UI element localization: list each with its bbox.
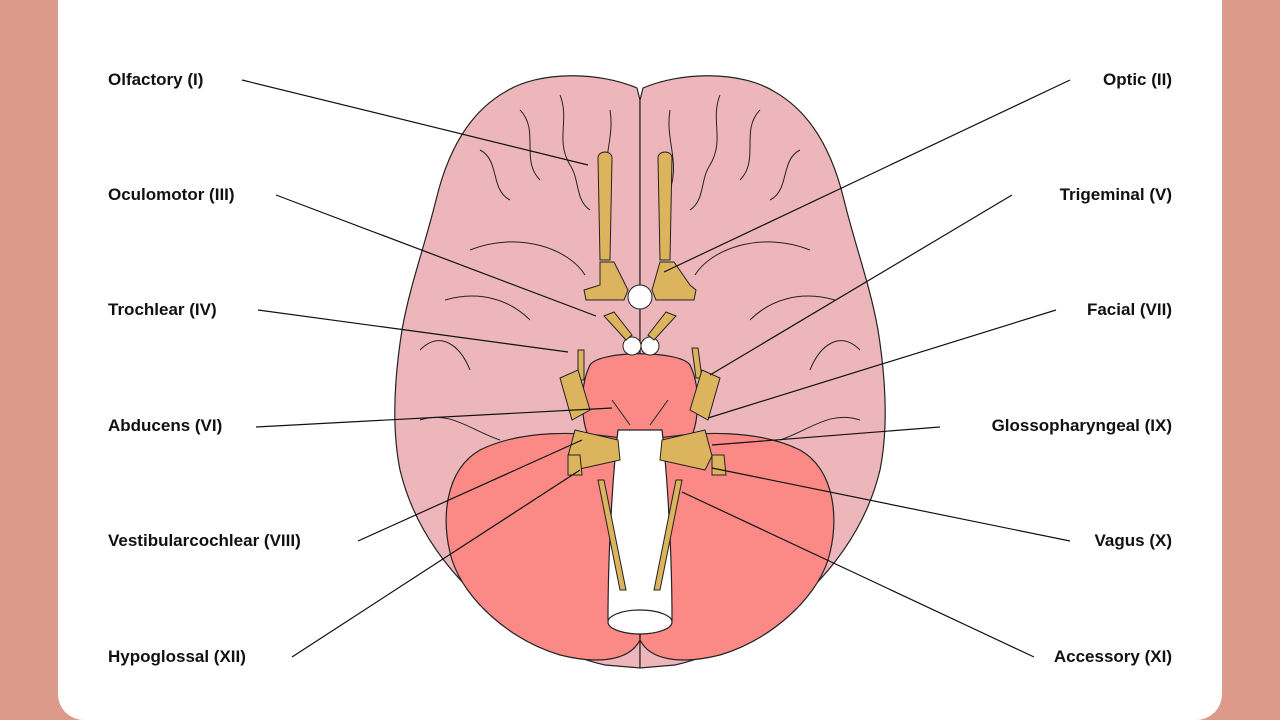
label-vestibulocochlear: Vestibularcochlear (VIII) — [108, 531, 301, 551]
pons — [583, 354, 698, 440]
label-glossopharyngeal: Glossopharyngeal (IX) — [992, 416, 1172, 436]
vagus-trunk-right — [712, 455, 726, 475]
vagus-trunk-left — [568, 455, 582, 475]
label-hypoglossal: Hypoglossal (XII) — [108, 647, 246, 667]
olfactory-bulb-right — [658, 152, 672, 260]
label-accessory: Accessory (XI) — [1054, 647, 1172, 667]
optic-chiasm — [628, 285, 652, 309]
brainstem-end — [608, 610, 672, 634]
label-facial: Facial (VII) — [1087, 300, 1172, 320]
label-optic: Optic (II) — [1103, 70, 1172, 90]
mammillary-body-right — [641, 337, 659, 355]
label-trochlear: Trochlear (IV) — [108, 300, 217, 320]
label-olfactory: Olfactory (I) — [108, 70, 203, 90]
label-trigeminal: Trigeminal (V) — [1060, 185, 1172, 205]
olfactory-bulb-left — [598, 152, 612, 260]
label-abducens: Abducens (VI) — [108, 416, 222, 436]
label-vagus: Vagus (X) — [1095, 531, 1172, 551]
label-oculomotor: Oculomotor (III) — [108, 185, 235, 205]
